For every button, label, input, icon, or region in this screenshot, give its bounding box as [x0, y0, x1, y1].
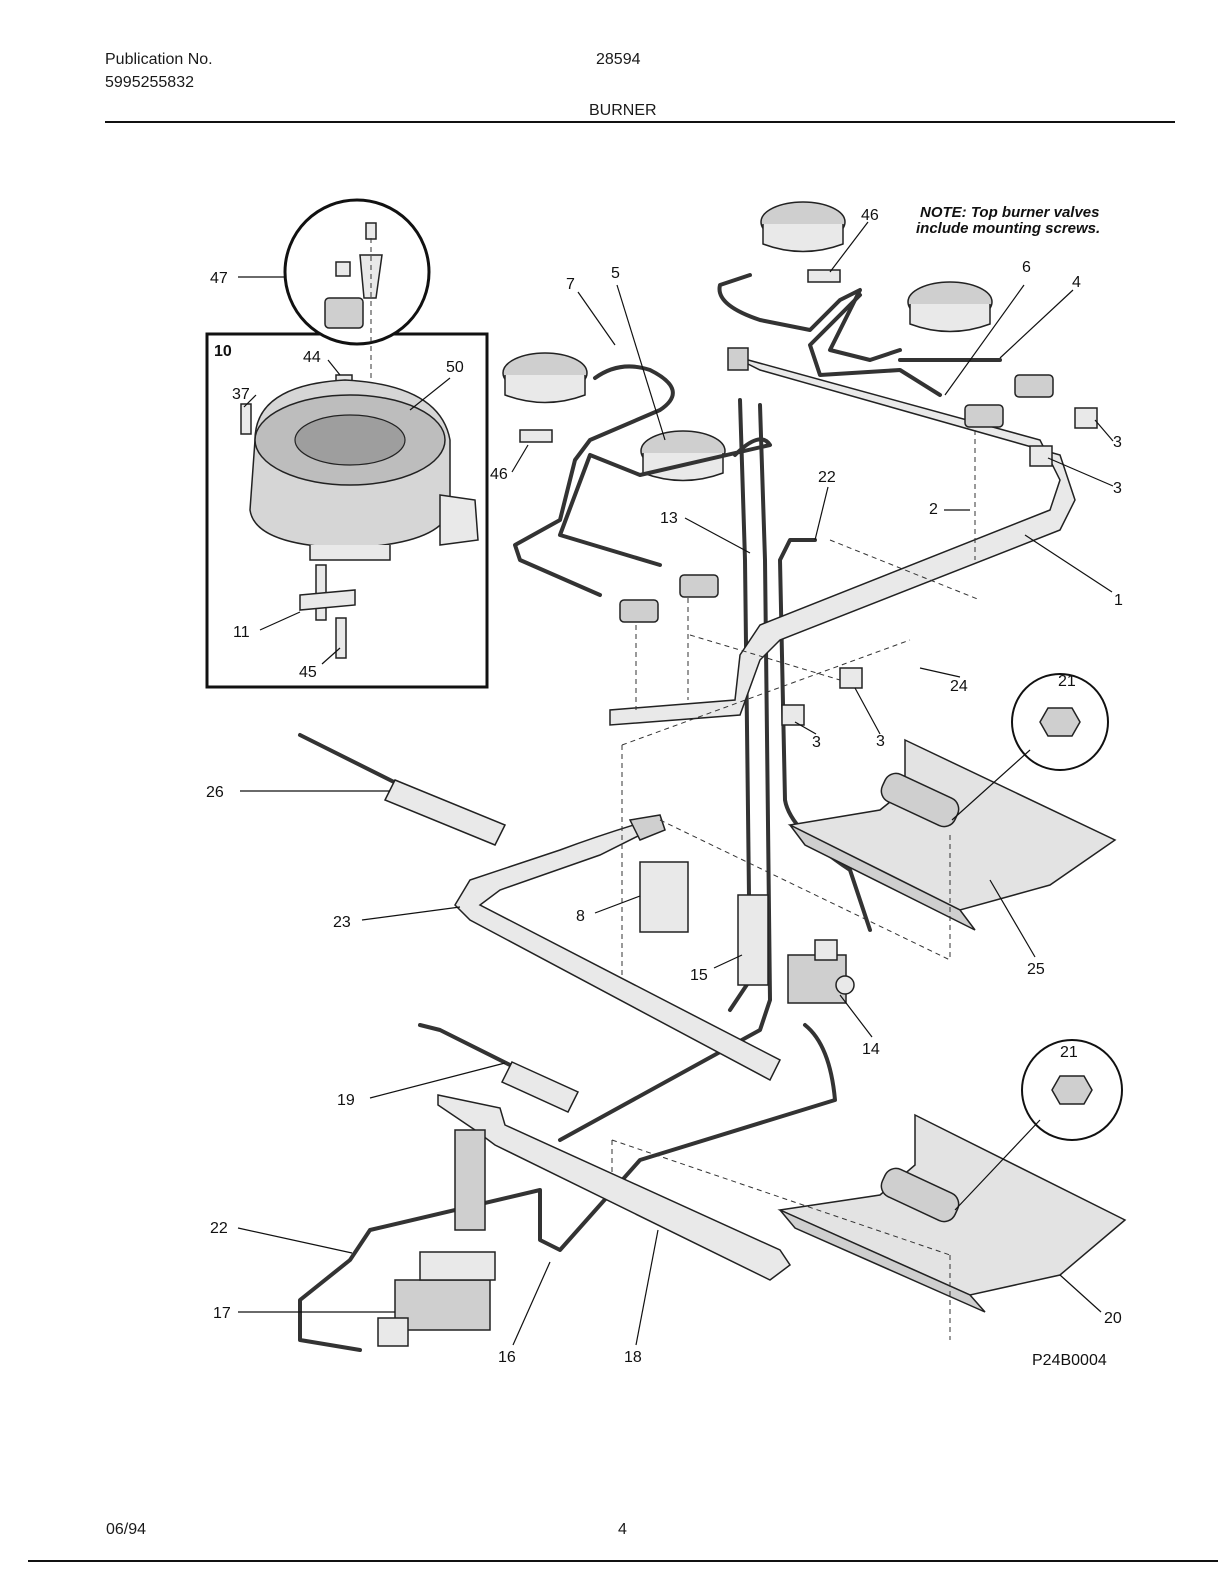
callout-leaders	[237, 221, 1114, 1346]
burner-tubes	[298, 273, 1002, 1352]
bracket-part-8	[639, 861, 689, 933]
callout-19: 19	[337, 1092, 355, 1109]
callout-3-b: 3	[1113, 480, 1122, 497]
broil-burner-part-23	[454, 814, 782, 1082]
burner-valves	[619, 374, 1098, 726]
figure-id: P24B0004	[1032, 1352, 1107, 1369]
callout-3-c: 3	[876, 733, 885, 750]
bracket-46-right	[807, 269, 841, 283]
publication-label: Publication No.	[105, 51, 213, 68]
callout-3-d: 3	[812, 734, 821, 751]
safety-valve-part-14	[787, 939, 855, 1004]
header-rule	[105, 121, 1175, 123]
publication-number: 5995255832	[105, 74, 194, 91]
footer-date: 06/94	[106, 1521, 147, 1538]
nut-part-21-top	[1039, 707, 1081, 737]
callout-37: 37	[232, 386, 250, 403]
callout-5: 5	[611, 265, 620, 282]
oven-valve-part-17	[377, 1251, 496, 1347]
callout-46-right: 46	[861, 207, 879, 224]
burner-shield-part-25	[787, 738, 1117, 931]
burner-shield-part-20	[777, 1113, 1127, 1313]
callout-22-top: 22	[818, 469, 836, 486]
callout-10: 10	[214, 343, 232, 360]
callout-2: 2	[929, 501, 938, 518]
igniter-part-19	[418, 1023, 580, 1113]
callout-8: 8	[576, 908, 585, 925]
footer-page-number: 4	[618, 1521, 627, 1538]
callout-3-a: 3	[1113, 434, 1122, 451]
callout-7: 7	[566, 276, 575, 293]
callout-46-left: 46	[490, 466, 508, 483]
footer-rule	[28, 1560, 1218, 1562]
callout-18: 18	[624, 1349, 642, 1366]
callout-21-bottom: 21	[1060, 1044, 1078, 1061]
top-burner-front-right	[907, 281, 993, 333]
manifold-rail-part-1	[609, 347, 1076, 726]
callout-20: 20	[1104, 1310, 1122, 1327]
callout-1: 1	[1114, 592, 1123, 609]
callout-14: 14	[862, 1041, 880, 1058]
callout-25: 25	[1027, 961, 1045, 978]
callout-11: 11	[233, 624, 250, 641]
callout-24: 24	[950, 678, 968, 695]
oven-burner-part-18	[437, 1094, 792, 1281]
bracket-46-left	[519, 429, 553, 443]
callout-21-top: 21	[1058, 673, 1076, 690]
callout-15: 15	[690, 967, 708, 984]
bracket-part-15	[737, 894, 769, 986]
alignment-lines	[611, 430, 981, 1340]
note-line-2: include mounting screws.	[916, 220, 1100, 237]
callout-17: 17	[213, 1305, 231, 1322]
note-line-1: NOTE: Top burner valves	[920, 204, 1099, 221]
callout-50: 50	[446, 359, 464, 376]
top-burner-rear-left	[502, 352, 588, 404]
callout-45: 45	[299, 664, 317, 681]
nut-part-21-bottom	[1051, 1075, 1093, 1105]
orifice-hood-part	[324, 222, 383, 480]
section-title: BURNER	[589, 102, 657, 119]
callout-44: 44	[303, 349, 321, 366]
callout-23: 23	[333, 914, 351, 931]
detail-circle-47	[283, 198, 431, 346]
callout-47: 47	[210, 270, 228, 287]
igniter-part-26	[298, 733, 507, 846]
callout-13: 13	[660, 510, 678, 527]
callout-22-bottom: 22	[210, 1220, 228, 1237]
top-burner-rear-right	[760, 201, 846, 253]
callout-26: 26	[206, 784, 224, 801]
callout-4: 4	[1072, 274, 1081, 291]
burner-base-part	[240, 374, 479, 659]
callout-16: 16	[498, 1349, 516, 1366]
callout-6: 6	[1022, 259, 1031, 276]
model-number: 28594	[596, 51, 641, 68]
